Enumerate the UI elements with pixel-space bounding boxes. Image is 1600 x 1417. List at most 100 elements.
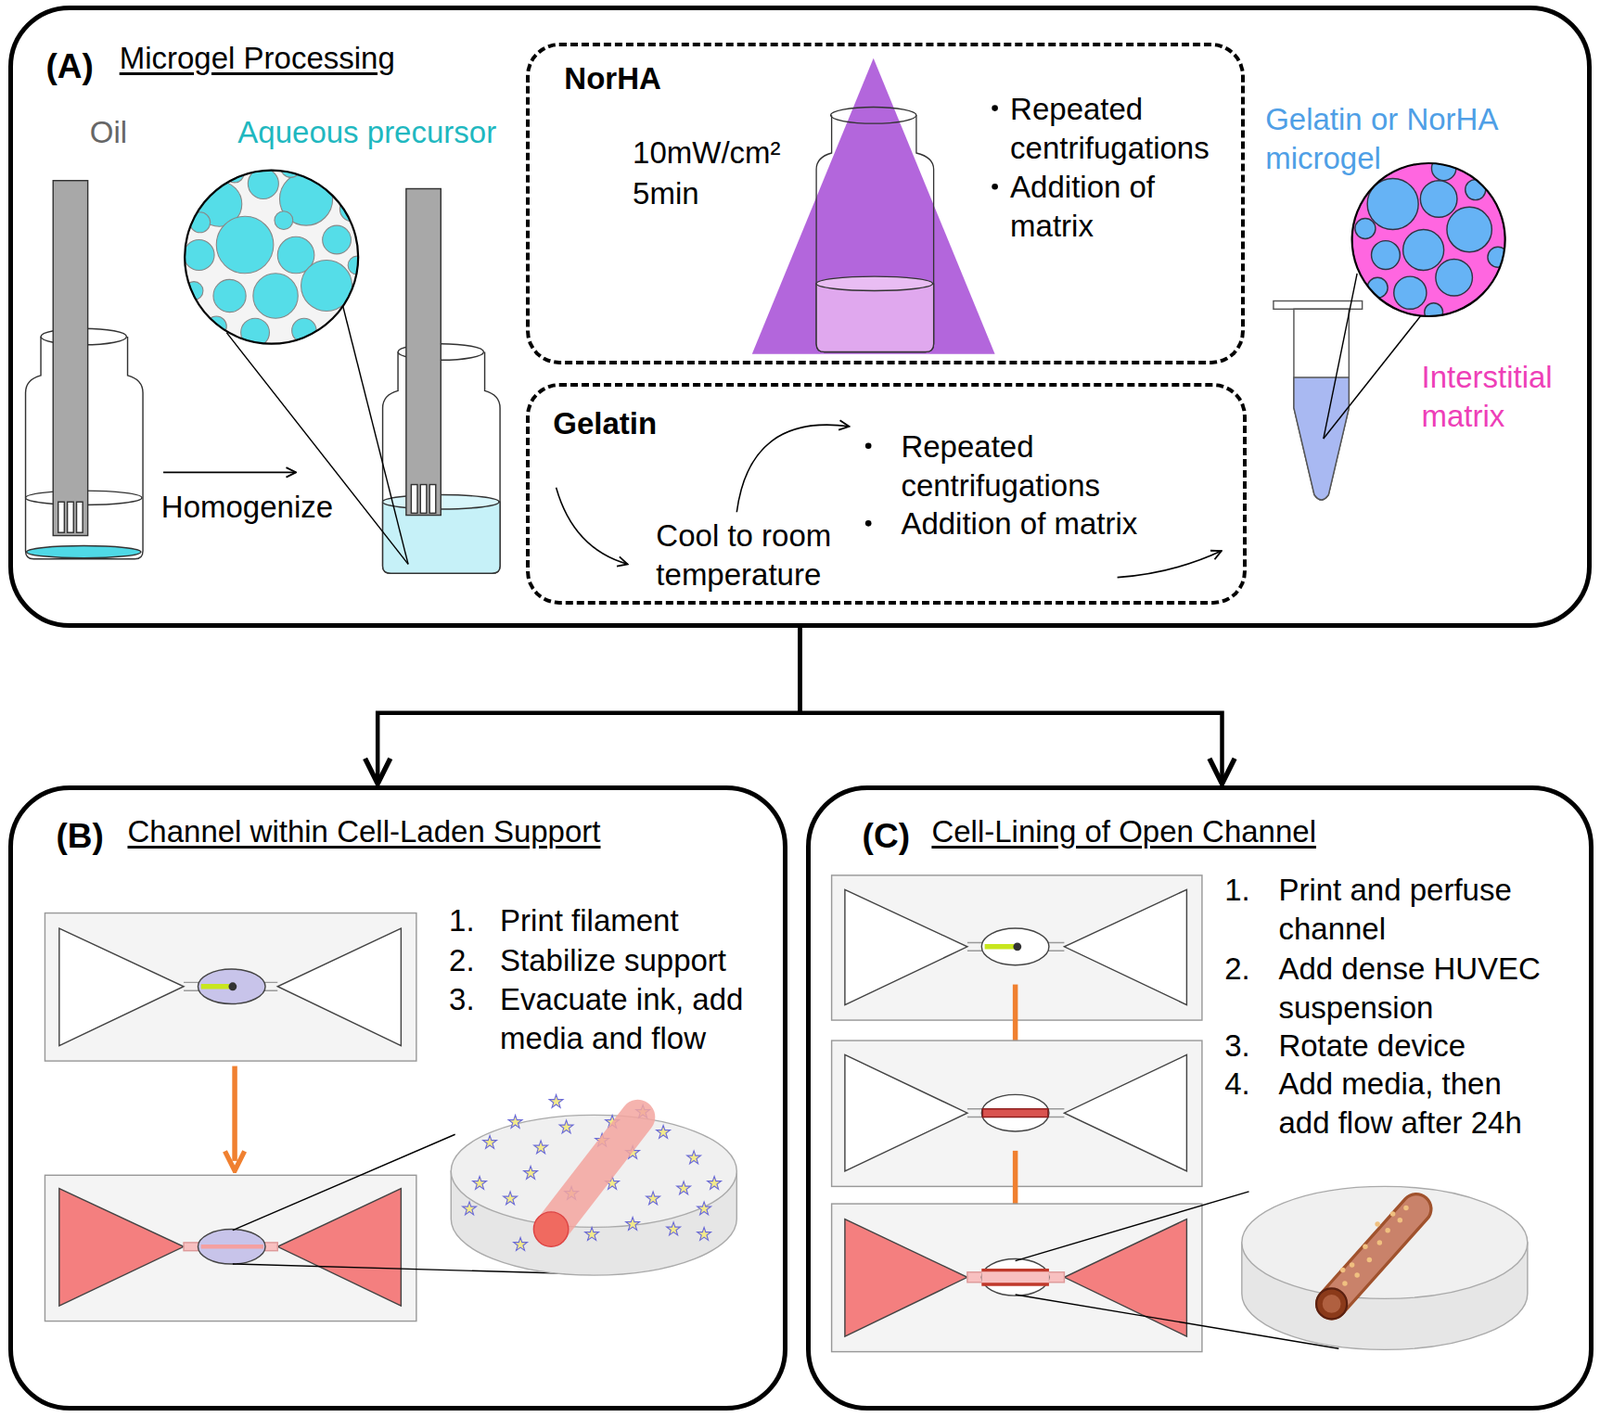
drawing-part [991,104,999,112]
text-holder: Cell-Lining of Open Channel [931,812,1317,852]
drawing-part [816,115,935,352]
drawing-part [274,211,294,231]
text-holder: 2. [1224,949,1251,989]
text-holder: Addition of matrix [900,504,1156,544]
drawing-part [666,1222,681,1236]
text-holder: Gelatin [552,404,657,444]
drawing-part [44,1175,416,1321]
drawing-part [865,520,872,527]
text-holder: (B) [56,817,104,857]
microgel-zoom [1323,155,1511,439]
drawing-part [183,240,215,271]
drawing-part [816,276,933,291]
drawing-part [981,1094,1050,1132]
drawing-part [228,982,237,991]
drawing-part [991,183,999,191]
text-holder: 3. [1224,1026,1251,1066]
flow-arrow [556,424,1222,578]
bullet-text: Repeated centrifugations [900,427,1156,506]
text-holder: Add dense HUVEC suspension [1278,949,1557,1028]
panel-letter: (A) [46,47,94,87]
text-holder: 10mW/cm² [632,133,781,173]
drawing-part [865,442,872,449]
drawing-part [1015,1191,1250,1262]
drawing-part [1397,1217,1404,1224]
device-print [44,913,416,1063]
drawing-part [1012,942,1022,951]
text-holder: Add media, then add flow after 24h [1278,1064,1557,1143]
drawing-part [1394,276,1427,309]
text-holder: NorHA [563,59,662,99]
drawing-part [1465,179,1486,201]
panel-letter: (B) [56,817,104,857]
drawing-part [1384,1228,1391,1234]
text-holder: Microgel Processing [119,38,396,78]
step-note: Cool to room temperature [655,516,842,595]
light-intensity: 10mW/cm² [632,133,781,173]
step-text: Stabilize support [499,941,779,981]
drawing-part [322,225,352,255]
component-label: Interstitial matrix [1420,358,1579,436]
microgel-tube [1273,301,1363,501]
drawing-part [1117,550,1222,578]
panel-title: Cell-Lining of Open Channel [931,812,1317,852]
text-holder: Homogenize [161,487,333,527]
drawing-part [1424,303,1444,322]
drawing-part [462,1202,477,1216]
text-holder: Repeated centrifugations [900,427,1156,506]
text-holder: Addition of matrix [1010,167,1233,246]
step-number: 2. [1224,949,1251,989]
panel-letter: (C) [862,817,910,857]
drawing-part [556,487,628,565]
drawing-part [656,1125,671,1139]
branch-arrow [377,627,800,785]
drawing-part [1322,1294,1342,1314]
drawing-part [1346,158,1511,322]
text-holder: Evacuate ink, add media and flow [499,980,779,1059]
drawing-part [707,1176,722,1190]
panel-box: (C) Cell-Lining of Open Channel 1. Print an… [806,785,1594,1411]
drawing-part [550,1117,639,1230]
drawing-part [503,1191,518,1205]
drawing-part [1349,1262,1356,1268]
text-holder: (C) [862,817,910,857]
drawing-part [277,1189,401,1307]
light-cure [752,58,996,355]
drawing-part [559,1120,574,1134]
drawing-part [1340,1205,1409,1287]
drawing-part [1331,1209,1417,1305]
bullet-text: Addition of matrix [900,504,1156,544]
panel-box: (B)Channel within Cell-Laden Support1.Pr… [8,785,788,1411]
device-perfused [44,1175,416,1321]
drawing-part [26,546,141,559]
text-holder: Rotate device [1278,1026,1557,1066]
drawing-part [1063,1219,1187,1338]
text-holder: Oil [89,113,128,153]
drawing-part [1316,1288,1347,1319]
drawing-part [524,1165,538,1179]
drawing-part [420,485,427,514]
drawing-part [981,928,1050,966]
drawing-part [549,1094,564,1108]
step-number: 1. [1224,870,1251,910]
drawing-part [1362,1244,1369,1251]
box-heading: Gelatin [552,404,657,444]
dashed-box: GelatinCool to room temperature Repeated … [525,383,1248,606]
drawing-part [982,1109,1048,1118]
drawing-part [832,1203,1203,1353]
panel-box: NorHA10mW/cm²5minRepeated centrifugation… [8,5,1592,628]
text-holder: Print filament [499,901,779,941]
drawing-part [752,58,996,355]
drawing-part [201,1244,264,1249]
drawing-part [225,164,244,183]
text-holder: Print and perfuse channel [1278,870,1557,949]
step-number: 3. [1224,1026,1251,1066]
text-holder: Cool to room temperature [655,516,842,595]
text-holder: 1. [448,901,475,941]
drawing-part [277,928,401,1047]
drawing-part [76,501,84,533]
drawing-part [197,969,266,1004]
drawing-part [406,189,441,516]
drawing-part [197,1229,266,1265]
